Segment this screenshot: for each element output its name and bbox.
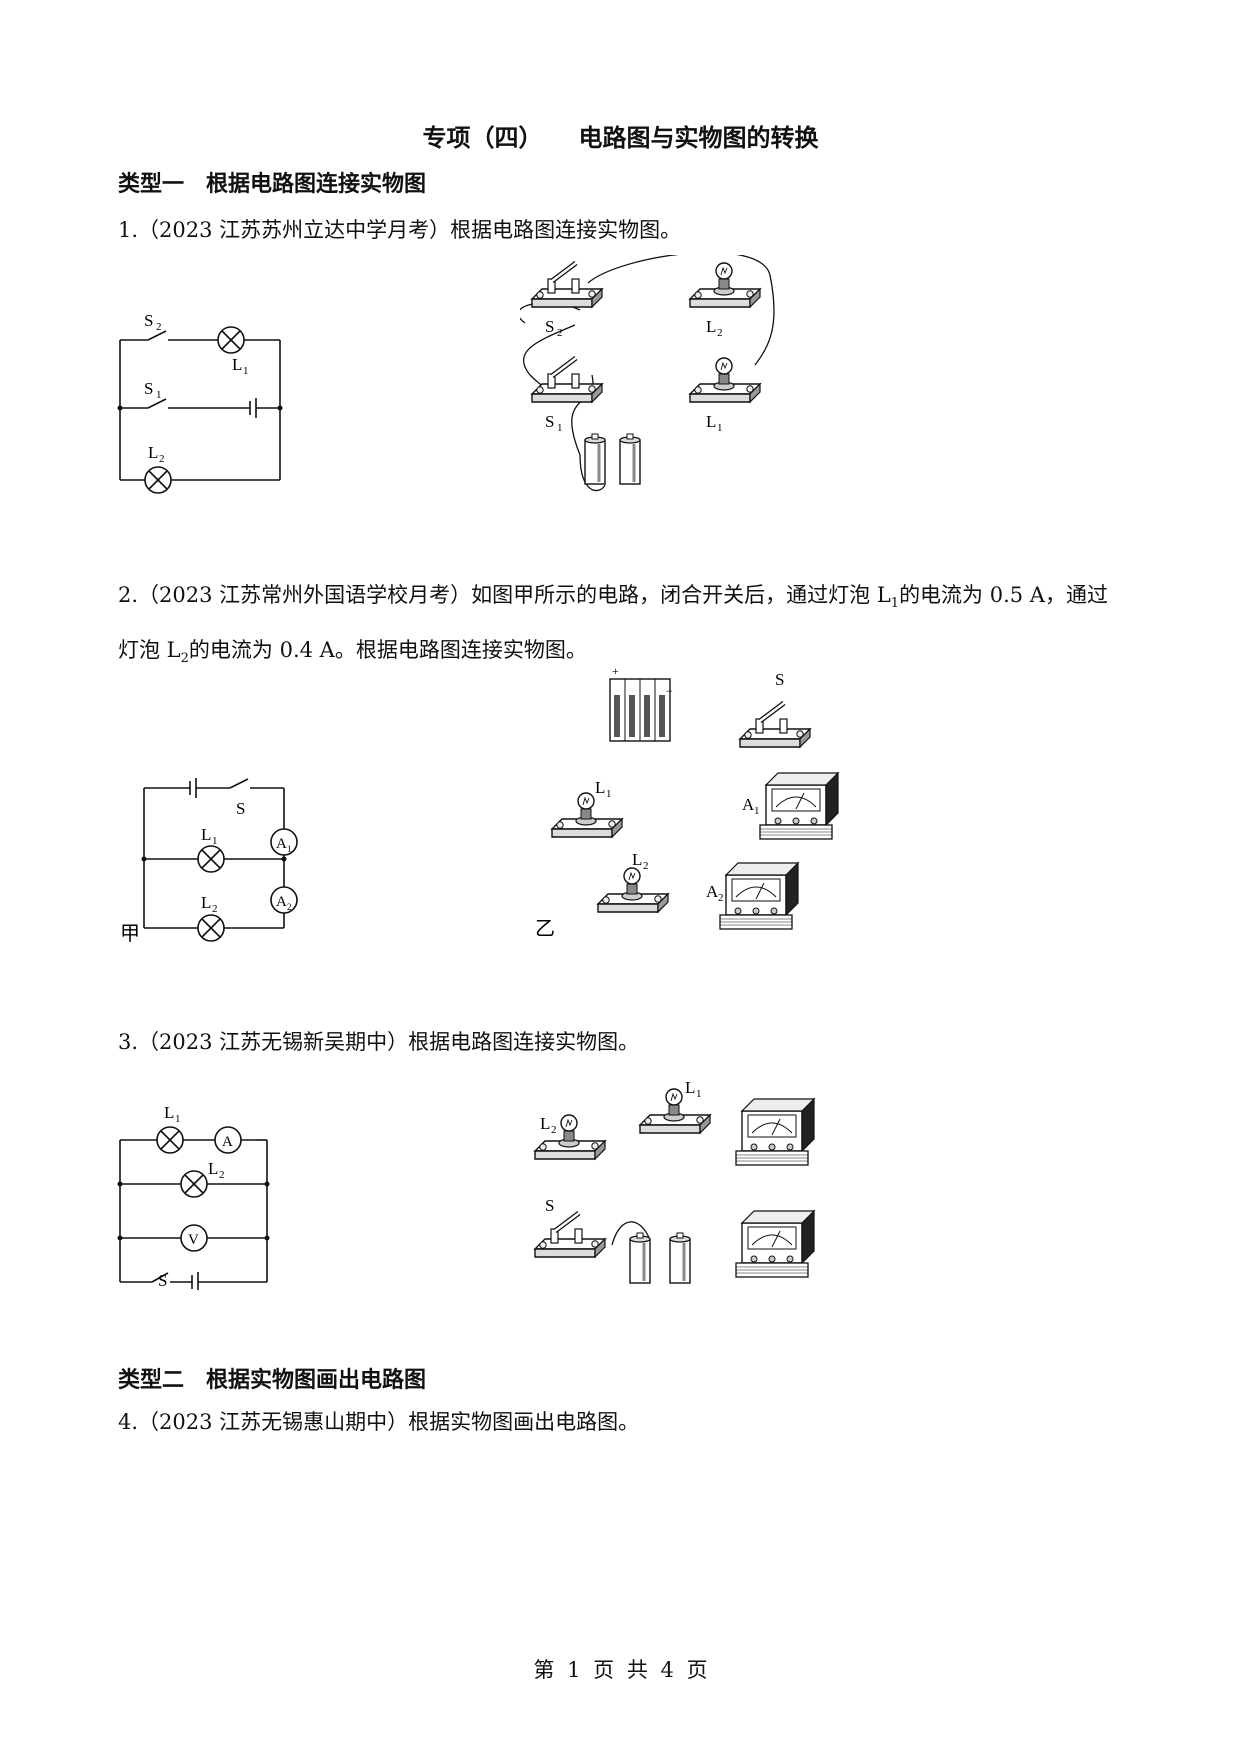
label-sub: 2: [551, 1124, 557, 1136]
footer-page: 1: [567, 1658, 581, 1682]
q2-sub-2: 2: [180, 651, 189, 667]
label-l1: L: [595, 778, 605, 797]
label-s: S: [158, 1271, 167, 1290]
section-heading-2: 类型二根据实物图画出电路图: [118, 1362, 426, 1394]
label-sub: 1: [156, 389, 162, 401]
q2-physical-components: + − S L 1 A 1 L 2 A 2 乙: [535, 665, 839, 940]
label-l2: L: [540, 1114, 550, 1133]
label-yi: 乙: [535, 918, 555, 940]
label-l1: L: [164, 1103, 174, 1122]
label-l1: L: [201, 825, 211, 844]
page-footer: 第 1 页 共 4 页: [0, 1654, 1241, 1684]
footer-mid: 页: [593, 1658, 615, 1682]
question-2: 2.（2023 江苏常州外国语学校月考）如图甲所示的电路，闭合开关后，通过灯泡 …: [118, 572, 1128, 682]
label-sub: 1: [175, 1113, 181, 1125]
label-sub: 1: [606, 788, 612, 800]
battery-minus: −: [666, 684, 673, 698]
title-part-1: 专项（四）: [422, 124, 543, 152]
label-sub: 2: [557, 327, 563, 339]
voltmeter-symbol: V: [188, 1232, 199, 1248]
label-sub: 2: [717, 327, 723, 339]
q2-circuit-diagram: A 1 A 2 S L 1 L 2 甲: [120, 778, 298, 945]
q2-text-c: 的电流为 0.4 A。根据电路图连接实物图。: [188, 638, 587, 663]
label-s2: S: [144, 311, 153, 330]
label-sub: 1: [717, 422, 723, 434]
section-heading-1: 类型一根据电路图连接实物图: [118, 166, 426, 198]
label-sub: 2: [212, 903, 218, 915]
question-1: 1.（2023 江苏苏州立达中学月考）根据电路图连接实物图。: [118, 218, 682, 242]
label-l2: L: [148, 443, 158, 462]
label-s: S: [236, 799, 245, 818]
label-l2: L: [632, 850, 642, 869]
label-s2: S: [545, 317, 554, 336]
label-sub: 2: [287, 902, 292, 912]
ammeter-a1-symbol: A: [276, 836, 287, 852]
q2-text-a: 2.（2023 江苏常州外国语学校月考）如图甲所示的电路，闭合开关后，通过灯泡 …: [118, 583, 891, 607]
section-text: 根据电路图连接实物图: [206, 172, 427, 197]
label-sub: 1: [212, 835, 218, 847]
label-l2: L: [706, 317, 716, 336]
label-sub: 1: [696, 1088, 702, 1100]
label-sub: 2: [718, 892, 724, 904]
q3-physical-components: L 2 L 1 S: [530, 1078, 815, 1285]
label-sub: 2: [219, 1169, 225, 1181]
page-title: 专项（四） 电路图与实物图的转换: [0, 118, 1241, 153]
label-sub: 1: [243, 365, 249, 377]
ammeter-a2-symbol: A: [276, 894, 287, 910]
battery-plus: +: [612, 665, 619, 678]
q1-circuit-diagram: S 2 L 1 S 1 L 2: [117, 311, 283, 494]
label-s1: S: [545, 412, 554, 431]
label-s: S: [545, 1196, 554, 1215]
label-sub: 2: [643, 860, 649, 872]
label-sub: 1: [754, 805, 760, 817]
q1-physical-components: S 2 L 2 S 1 L 1: [520, 255, 775, 492]
q3-circuit-diagram: A V L 1 L 2 S: [117, 1103, 270, 1290]
label-l2: L: [201, 893, 211, 912]
section-number: 类型二: [118, 1368, 185, 1393]
battery-pack-icon: + −: [609, 665, 673, 742]
label-sub: 2: [159, 453, 165, 465]
label-s: S: [775, 670, 784, 689]
label-sub: 1: [557, 422, 563, 434]
label-a1: A: [742, 795, 755, 814]
question-3: 3.（2023 江苏无锡新吴期中）根据电路图连接实物图。: [118, 1030, 640, 1054]
label-l1: L: [685, 1078, 695, 1097]
q2-text-b: 的电流为 0.5 A，通过灯泡 L: [118, 583, 1108, 663]
label-l1: L: [706, 412, 716, 431]
label-jia: 甲: [120, 923, 140, 945]
ammeter-symbol: A: [222, 1134, 233, 1150]
footer-total-prefix: 共: [626, 1658, 648, 1682]
section-text: 根据实物图画出电路图: [206, 1368, 427, 1393]
footer-suffix: 页: [686, 1658, 708, 1682]
footer-prefix: 第: [533, 1658, 555, 1682]
label-s1: S: [144, 379, 153, 398]
label-sub: 2: [156, 321, 162, 333]
label-a2: A: [706, 882, 719, 901]
label-l2: L: [208, 1159, 218, 1178]
label-sub: 1: [287, 844, 292, 854]
q2-sub-1: 1: [890, 596, 900, 612]
question-4: 4.（2023 江苏无锡惠山期中）根据实物图画出电路图。: [118, 1410, 640, 1434]
label-l1: L: [232, 355, 242, 374]
footer-total: 4: [660, 1658, 674, 1682]
section-number: 类型一: [118, 172, 185, 197]
title-part-2: 电路图与实物图的转换: [578, 124, 819, 152]
